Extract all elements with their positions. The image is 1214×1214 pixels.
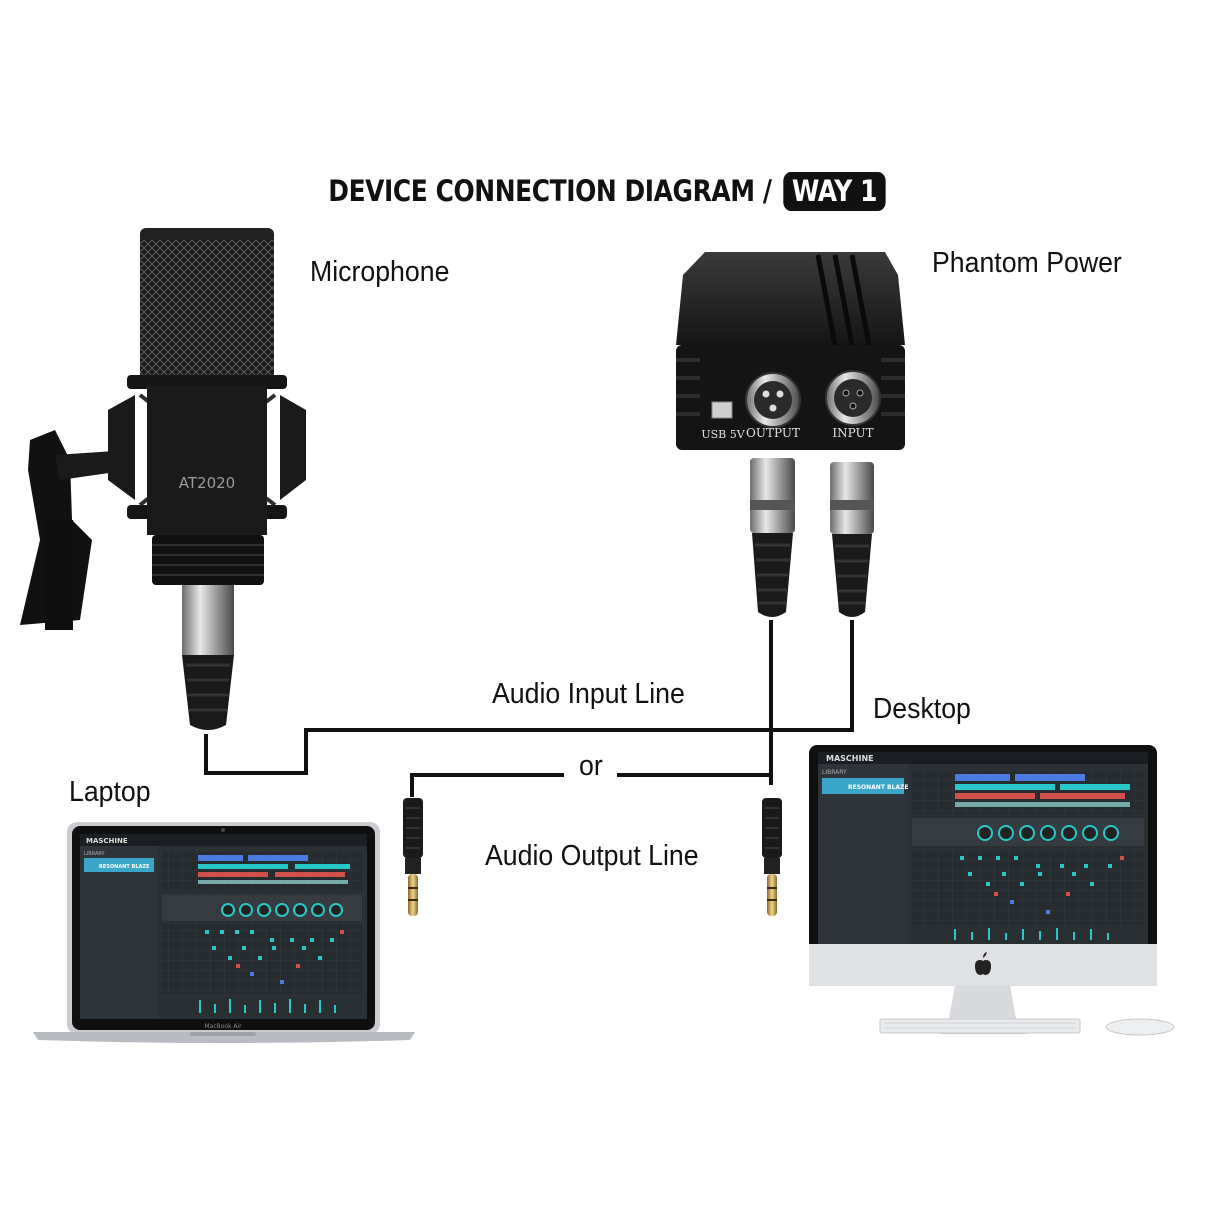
desktop-daw-title: MASCHINE <box>826 754 874 763</box>
page-title: DEVICE CONNECTION DIAGRAM / WAY 1 <box>85 172 1129 211</box>
desktop-label: Desktop <box>873 693 971 725</box>
keyboard <box>879 1018 1081 1034</box>
jack-right <box>762 798 782 916</box>
mouse <box>1105 1018 1175 1036</box>
mic-grille <box>140 240 274 385</box>
laptop-daw-title: MASCHINE <box>86 837 128 845</box>
output-line-left <box>410 773 564 797</box>
mic-body <box>147 385 267 535</box>
mic-cable <box>204 620 854 775</box>
laptop-brand: MacBook Air <box>204 1023 242 1030</box>
laptop-base <box>33 1032 415 1043</box>
usb-port <box>711 401 733 419</box>
laptop-label: Laptop <box>69 776 151 808</box>
laptop-daw-preset: RESONANT BLAZE <box>99 864 150 870</box>
xlr-female-connector <box>750 458 795 617</box>
laptop-daw-library: LIBRARY <box>84 851 106 857</box>
title-badge: WAY 1 <box>783 172 886 211</box>
laptop-device: MASCHINE LIBRARY RESONANT BLAZE MacBook … <box>33 822 415 1043</box>
output-label: OUTPUT <box>746 426 800 440</box>
desktop-daw-preset: RESONANT BLAZE <box>848 784 909 791</box>
audio-output-line-label: Audio Output Line <box>485 840 699 872</box>
audio-input-line-label: Audio Input Line <box>492 678 685 710</box>
desktop-device: MASCHINE LIBRARY RESONANT BLAZE <box>809 745 1175 1036</box>
or-label: or <box>579 750 603 782</box>
phantom-power-device: USB 5V OUTPUT INPUT <box>676 252 905 450</box>
microphone-label: Microphone <box>310 256 450 288</box>
xlr-male-connector <box>830 462 874 617</box>
jack-left <box>403 798 423 916</box>
phantom-power-label: Phantom Power <box>932 247 1122 279</box>
mic-model: AT2020 <box>179 474 235 492</box>
desktop-daw-library: LIBRARY <box>822 769 847 776</box>
microphone-device: AT2020 <box>20 228 306 730</box>
apple-logo-icon <box>975 952 991 975</box>
input-label: INPUT <box>832 426 873 440</box>
title-main: DEVICE CONNECTION DIAGRAM / <box>328 174 772 208</box>
connection-lines <box>204 620 854 797</box>
usb-label: USB 5V <box>701 428 745 441</box>
